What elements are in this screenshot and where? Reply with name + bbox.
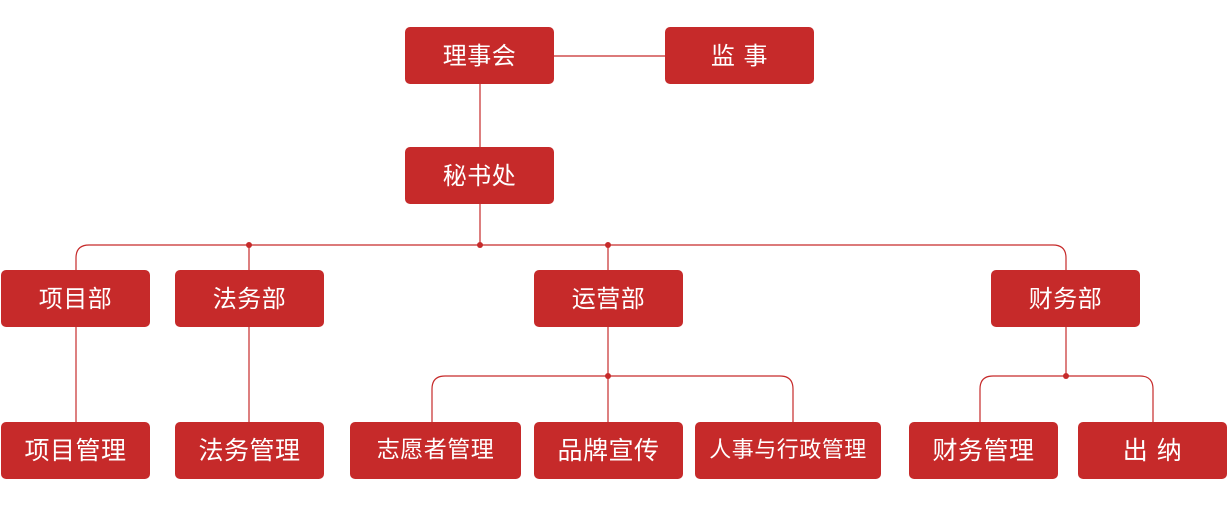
volunteer-management-node[interactable]: 志愿者管理 — [350, 422, 521, 479]
volunteer-management-label: 志愿者管理 — [376, 437, 495, 463]
project-management-node[interactable]: 项目管理 — [1, 422, 150, 479]
finance-management-node[interactable]: 财务管理 — [909, 422, 1058, 479]
finance-junction — [1063, 373, 1069, 379]
department-bus — [75, 244, 1067, 270]
operations-junction — [605, 373, 611, 379]
brand-promotion-label: 品牌宣传 — [557, 436, 660, 465]
finance-department-node[interactable]: 财务部 — [991, 270, 1140, 327]
project-department-node[interactable]: 项目部 — [1, 270, 150, 327]
supervisor-label: 监 事 — [710, 41, 769, 70]
legal-management-label: 法务管理 — [198, 436, 301, 465]
board-label: 理事会 — [442, 41, 517, 70]
supervisor-node[interactable]: 监 事 — [665, 27, 814, 84]
legal-management-node[interactable]: 法务管理 — [175, 422, 324, 479]
cashier-label: 出 纳 — [1122, 436, 1183, 465]
operations-department-node[interactable]: 运营部 — [534, 270, 683, 327]
secretariat-label: 秘书处 — [442, 161, 517, 190]
operations-bus — [431, 375, 794, 422]
hr-admin-management-node[interactable]: 人事与行政管理 — [695, 422, 881, 479]
bus-junction-operations — [605, 242, 611, 248]
legal-department-label: 法务部 — [212, 284, 287, 313]
finance-management-label: 财务管理 — [932, 436, 1035, 465]
operations-department-label: 运营部 — [571, 284, 646, 313]
hr-admin-management-label: 人事与行政管理 — [709, 437, 867, 463]
project-department-label: 项目部 — [38, 284, 113, 313]
brand-promotion-node[interactable]: 品牌宣传 — [534, 422, 683, 479]
project-management-label: 项目管理 — [24, 436, 127, 465]
bus-junction-secretariat — [477, 242, 483, 248]
cashier-node[interactable]: 出 纳 — [1078, 422, 1227, 479]
board-node[interactable]: 理事会 — [405, 27, 554, 84]
secretariat-node[interactable]: 秘书处 — [405, 147, 554, 204]
finance-bus — [979, 375, 1154, 422]
legal-department-node[interactable]: 法务部 — [175, 270, 324, 327]
bus-junction-legal — [246, 242, 252, 248]
finance-department-label: 财务部 — [1028, 284, 1103, 313]
